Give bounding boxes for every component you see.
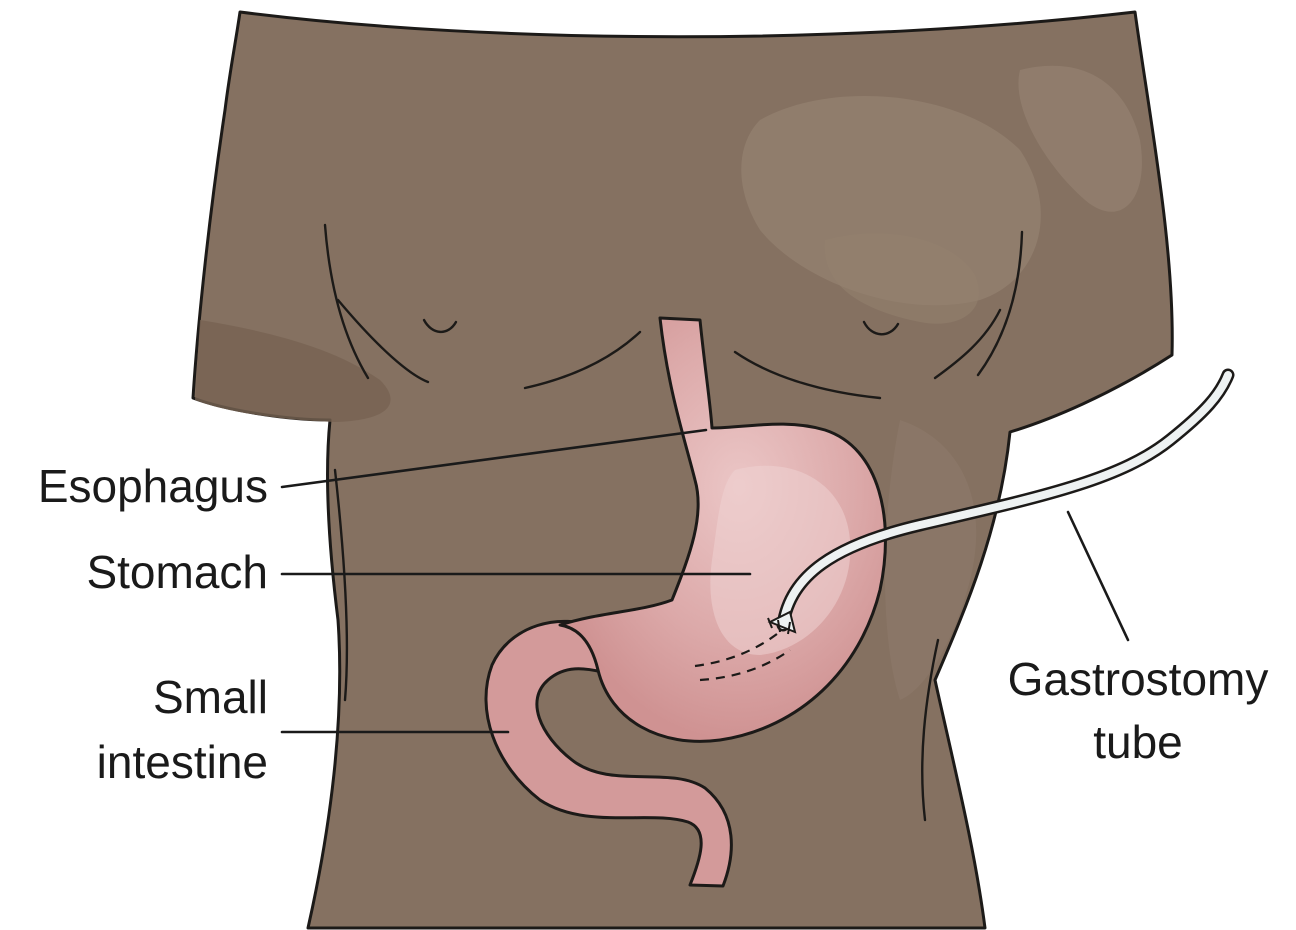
label-stomach: Stomach xyxy=(86,546,268,598)
gastrostomy-leader xyxy=(1068,512,1128,640)
label-gastrostomy-line2: tube xyxy=(1093,716,1183,768)
label-small-intestine-line1: Small xyxy=(153,671,268,723)
label-gastrostomy-line1: Gastrostomy xyxy=(1008,653,1269,705)
label-small-intestine-line2: intestine xyxy=(97,736,268,788)
label-esophagus: Esophagus xyxy=(38,460,268,512)
